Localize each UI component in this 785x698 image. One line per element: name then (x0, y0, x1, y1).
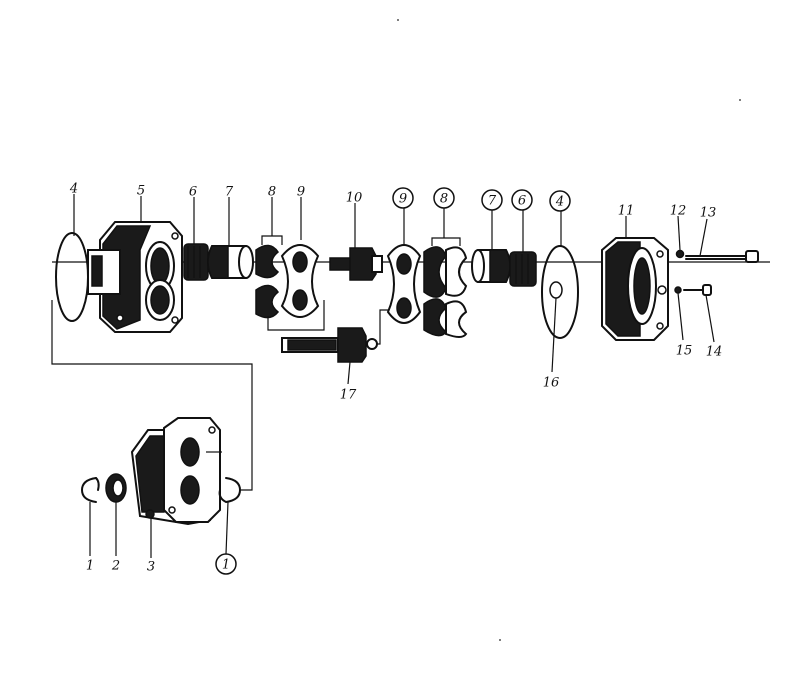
part-4-seal-ring-left (55, 232, 89, 322)
callout-c7b: 7 (481, 189, 503, 211)
callout-c16: 16 (543, 376, 560, 391)
callout-number: 9 (297, 185, 305, 200)
callout-number: 7 (488, 194, 497, 209)
callout-number: 17 (340, 388, 357, 403)
callout-circle (215, 553, 237, 575)
callout-number: 8 (268, 185, 276, 200)
part-6-bearing-left (183, 243, 209, 281)
callout-number: 8 (440, 192, 448, 207)
callout-c14: 14 (706, 345, 723, 360)
callout-number: 7 (225, 185, 234, 200)
part-7-bushing-right (471, 249, 511, 283)
callout-circle (511, 189, 533, 211)
callout-c9b: 9 (392, 187, 414, 209)
callout-c4a: 4 (69, 182, 78, 197)
callout-number: 13 (700, 206, 717, 221)
callout-number: 14 (706, 345, 723, 360)
part-13-long-bolt (685, 250, 759, 263)
part-4-seal-ring-right (541, 245, 579, 339)
callout-number: 11 (618, 204, 635, 219)
callout-c1b: 1 (215, 553, 237, 575)
leader-lines (73, 194, 715, 558)
part-1-snap-ring-left (81, 477, 100, 503)
callout-c4b: 4 (549, 190, 571, 212)
scan-noise (397, 19, 741, 641)
callout-number: 16 (543, 376, 560, 391)
callout-number: 10 (346, 191, 363, 206)
callout-number: 4 (555, 195, 564, 210)
part-3-pump-body (130, 417, 222, 526)
callout-number: 1 (222, 558, 230, 573)
callout-number: 9 (399, 192, 407, 207)
part-10-drive-gear (329, 247, 383, 281)
callout-circle (481, 189, 503, 211)
callout-c9a: 9 (297, 185, 305, 200)
part-14-short-bolt (683, 284, 712, 296)
part-1-snap-ring-right (218, 477, 241, 503)
callout-circle (549, 190, 571, 212)
callout-number: 12 (670, 204, 687, 219)
callout-c7a: 7 (225, 185, 234, 200)
callout-number: 4 (69, 182, 78, 197)
callout-c6b: 6 (511, 189, 533, 211)
callout-c15: 15 (676, 344, 693, 359)
callout-c8a: 8 (268, 185, 276, 200)
callout-number: 6 (189, 185, 197, 200)
callout-number: 6 (518, 194, 526, 209)
part-7-bushing-left (207, 245, 254, 279)
callout-c12: 12 (670, 204, 687, 219)
part-6-bearing-right (509, 251, 537, 287)
part-12-washer (675, 249, 685, 259)
callout-c11: 11 (618, 204, 635, 219)
part-11-rear-cover (601, 237, 669, 341)
callout-c2: 2 (111, 559, 120, 574)
part-8-wear-plate-left (255, 235, 283, 319)
callout-number: 2 (111, 559, 120, 574)
callout-number: 3 (147, 560, 155, 575)
part-5-front-housing (87, 221, 183, 333)
callout-number: 5 (137, 184, 145, 199)
callout-number: 15 (676, 344, 693, 359)
callout-circle (433, 187, 455, 209)
callout-c3: 3 (147, 560, 155, 575)
callout-circle (392, 187, 414, 209)
callout-c10: 10 (346, 191, 363, 206)
part-16-plug (549, 281, 563, 299)
part-2-seal-bushing (105, 473, 127, 503)
part-9-figure8-plate-right (386, 244, 422, 324)
callout-c1a: 1 (86, 559, 94, 574)
part-15-small-washer (674, 286, 682, 294)
callout-number: 1 (86, 559, 94, 574)
callout-c8b: 8 (433, 187, 455, 209)
assembly-routing-line (51, 300, 253, 491)
callout-c17: 17 (340, 388, 357, 403)
part-17-gear-shaft (281, 309, 390, 363)
callout-c13: 13 (700, 206, 717, 221)
callout-c6a: 6 (189, 185, 197, 200)
part-8-wear-plate-right (423, 237, 468, 338)
part-9-figure8-plate-left (267, 244, 325, 331)
callout-c5: 5 (137, 184, 145, 199)
